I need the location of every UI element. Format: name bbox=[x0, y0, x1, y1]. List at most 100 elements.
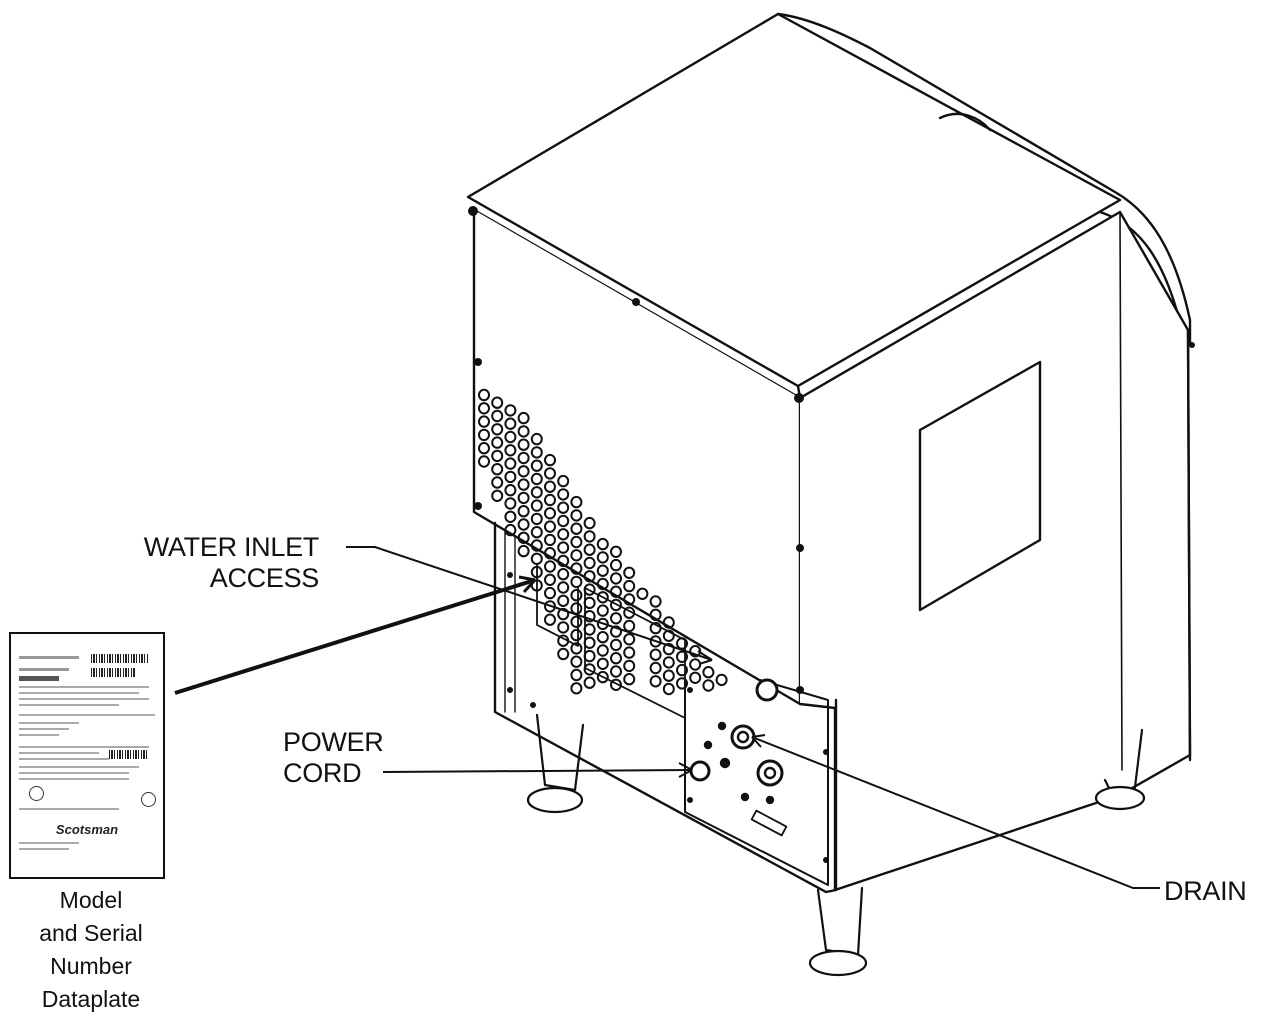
vent-hole bbox=[596, 631, 609, 644]
vent-hole bbox=[544, 573, 556, 586]
vent-hole bbox=[689, 658, 702, 671]
vent-hole bbox=[596, 604, 609, 617]
vent-hole bbox=[583, 596, 596, 610]
vent-hole bbox=[570, 602, 583, 615]
vent-hole bbox=[570, 589, 583, 602]
vent-hole bbox=[662, 629, 675, 642]
vent-hole bbox=[623, 606, 636, 619]
vent-holes bbox=[478, 388, 728, 696]
vent-hole bbox=[544, 520, 556, 533]
vent-hole bbox=[596, 537, 609, 551]
top-panel bbox=[466, 12, 1122, 388]
vent-hole bbox=[478, 455, 490, 468]
dataplate-caption-line: and Serial bbox=[39, 920, 143, 946]
vent-hole bbox=[557, 607, 570, 621]
vent-hole bbox=[530, 499, 543, 512]
vent-hole bbox=[504, 484, 517, 497]
vent-hole bbox=[504, 510, 517, 523]
vent-hole bbox=[530, 486, 543, 499]
vent-hole bbox=[596, 591, 609, 604]
vent-hole bbox=[491, 409, 504, 423]
vent-hole bbox=[570, 682, 583, 695]
vent-hole bbox=[623, 646, 636, 659]
vent-hole bbox=[662, 656, 675, 669]
vent-hole bbox=[583, 636, 596, 649]
vent-hole bbox=[570, 628, 583, 642]
dataplate-caption-line: Model bbox=[59, 887, 123, 913]
vent-hole bbox=[544, 613, 556, 626]
dataplate-brand: Scotsman bbox=[55, 822, 119, 837]
vent-hole bbox=[583, 530, 596, 543]
vent-hole bbox=[676, 663, 688, 677]
vent-hole bbox=[517, 411, 530, 425]
power-cord-label-line2: CORD bbox=[283, 758, 362, 788]
vent-hole bbox=[530, 552, 543, 565]
vent-hole bbox=[478, 442, 490, 455]
vent-hole bbox=[623, 673, 636, 686]
power-cord-label-line1: POWER bbox=[283, 727, 384, 757]
vent-hole bbox=[517, 425, 530, 438]
vent-hole bbox=[610, 665, 622, 678]
vent-hole bbox=[583, 570, 596, 583]
vent-hole bbox=[649, 621, 662, 635]
vent-hole bbox=[596, 644, 609, 657]
vent-hole bbox=[583, 543, 596, 556]
utility-plate bbox=[684, 679, 829, 886]
vent-hole bbox=[583, 583, 596, 596]
vent-hole bbox=[623, 593, 636, 606]
legs bbox=[526, 713, 1146, 977]
water-inlet-label-line2: ACCESS bbox=[209, 563, 320, 593]
vent-hole bbox=[491, 463, 504, 476]
vent-hole bbox=[623, 566, 636, 579]
vent-hole bbox=[544, 480, 556, 493]
vent-hole bbox=[491, 489, 504, 502]
vent-hole bbox=[491, 396, 504, 409]
power-cord-leader bbox=[382, 769, 693, 773]
vent-hole bbox=[583, 516, 596, 530]
barcode-icon bbox=[91, 654, 149, 663]
vent-hole bbox=[557, 568, 570, 581]
vent-hole bbox=[662, 669, 675, 682]
vent-hole bbox=[557, 474, 570, 488]
drain-leader bbox=[751, 736, 1160, 889]
vent-hole bbox=[610, 638, 622, 652]
vent-hole bbox=[478, 388, 490, 402]
vent-hole bbox=[517, 465, 530, 478]
vent-hole bbox=[544, 560, 556, 573]
vent-hole bbox=[570, 495, 583, 509]
vent-hole bbox=[504, 470, 517, 484]
vent-hole bbox=[517, 518, 530, 531]
vent-hole bbox=[610, 678, 622, 691]
vent-hole bbox=[557, 554, 570, 568]
vent-hole bbox=[570, 655, 583, 668]
water-inlet-leader bbox=[346, 546, 713, 661]
vent-hole bbox=[662, 616, 675, 629]
vent-hole bbox=[517, 451, 530, 465]
vent-hole bbox=[570, 522, 583, 535]
vent-hole bbox=[570, 509, 583, 522]
vent-hole bbox=[702, 666, 715, 679]
vent-hole bbox=[544, 507, 556, 520]
vent-hole bbox=[583, 649, 596, 663]
vent-hole bbox=[557, 514, 570, 528]
vent-hole bbox=[517, 505, 530, 518]
power-cord-port bbox=[689, 760, 711, 782]
vent-hole bbox=[583, 556, 596, 570]
vent-hole bbox=[583, 623, 596, 636]
vent-hole bbox=[610, 612, 622, 625]
side-window bbox=[918, 360, 1042, 612]
vent-hole bbox=[530, 512, 543, 526]
vent-hole bbox=[649, 661, 662, 675]
vent-hole bbox=[649, 635, 662, 648]
vent-hole bbox=[504, 523, 517, 537]
vent-hole bbox=[544, 467, 556, 480]
vent-hole bbox=[491, 423, 504, 436]
vent-hole bbox=[676, 650, 688, 663]
vent-hole bbox=[557, 594, 570, 607]
vent-hole bbox=[557, 634, 570, 647]
lower-base bbox=[493, 521, 838, 894]
vent-hole bbox=[689, 671, 702, 684]
vent-hole bbox=[544, 453, 556, 467]
